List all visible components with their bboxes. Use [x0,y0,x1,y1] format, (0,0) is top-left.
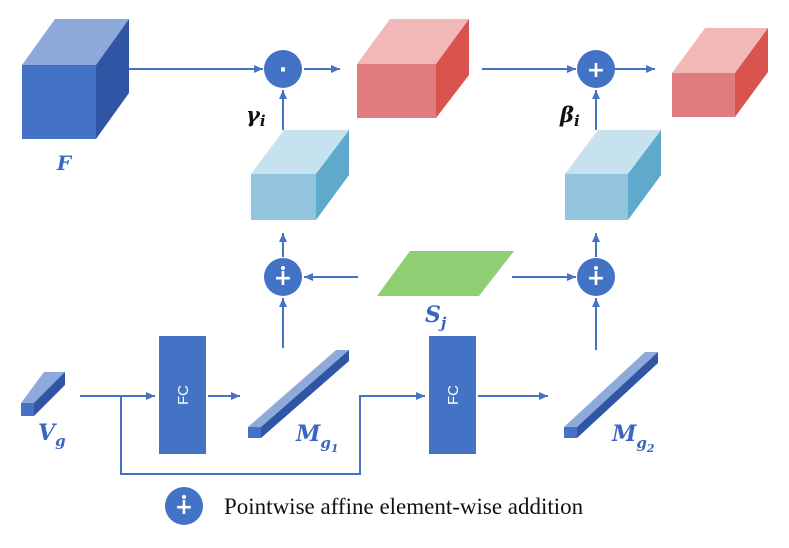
label-gamma-main: γ [246,102,261,127]
affine-plus-symbol-2: + [587,266,605,291]
label-S-sub: j [438,314,447,332]
fc-label-2: FC [445,385,462,405]
label-S: Sj [425,302,447,332]
fc-block-2: FC [429,336,476,454]
arrow-skip-to-FC2 [120,392,425,475]
cube-red-2 [672,28,768,117]
affine-plus-symbol-1: + [274,266,292,291]
affine-add-operator-1: + [264,258,302,296]
cube-cyan-1 [251,130,349,220]
cube-F [22,19,129,139]
add-operator: + [577,50,615,88]
label-M1-subsub: 1 [331,442,339,455]
label-S-main: S [425,302,441,328]
plus-symbol: + [587,58,605,83]
label-F: F [56,151,73,175]
cube-cyan-2 [565,130,661,220]
bar-Vg [21,372,65,416]
legend-affine-add-icon: + [165,487,203,525]
mul-operator: · [264,50,302,88]
legend: + Pointwise affine element-wise addition [165,487,584,525]
label-M1: Mg1 [295,421,339,455]
label-gamma: γi [246,102,266,130]
label-M1-main: M [295,421,321,447]
label-M2-sub: g [636,434,647,452]
label-M1-sub: g [320,434,331,452]
label-M2-main: M [611,421,637,447]
label-V: Vg [38,420,66,450]
plane-S [377,251,514,296]
affine-add-operator-2: + [577,258,615,296]
bar-Mg2 [564,352,658,438]
label-V-main: V [38,420,57,446]
dot-symbol: · [279,58,287,83]
fc-block-1: FC [159,336,206,454]
label-beta: βi [559,102,580,130]
label-M2-subsub: 2 [646,442,655,455]
arrows [80,65,655,475]
label-M2: Mg2 [611,421,655,455]
fc-label-1: FC [175,385,192,405]
label-V-sub: g [55,432,66,450]
legend-text: Pointwise affine element-wise addition [224,494,584,519]
legend-plus-symbol: + [175,495,193,520]
label-beta-main: β [559,102,574,127]
bar-Mg1 [248,350,349,438]
label-gamma-sub: i [260,112,266,130]
cube-red-1 [357,19,469,118]
label-beta-sub: i [574,112,580,130]
